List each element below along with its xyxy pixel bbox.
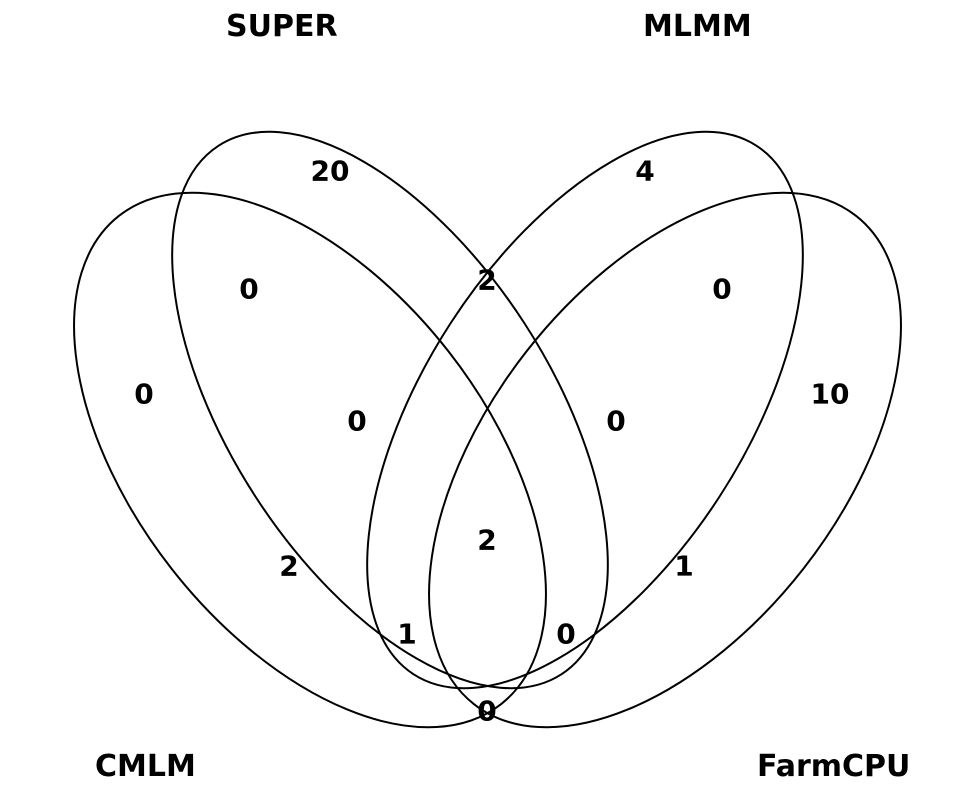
farmcpu-ellipse <box>428 191 902 729</box>
set-label-farmcpu: FarmCPU <box>757 749 910 784</box>
set-label-cmlm: CMLM <box>95 749 196 784</box>
region-count-farmcpu-only: 10 <box>811 378 850 411</box>
super-ellipse <box>171 130 609 690</box>
region-count-cmlm-only: 0 <box>134 378 153 411</box>
set-label-super: SUPER <box>226 9 338 44</box>
region-count-cmlm-super-mlmm: 0 <box>347 405 366 438</box>
region-count-mlmm-only: 4 <box>635 155 654 188</box>
region-count-mlmm-farmcpu: 0 <box>712 273 731 306</box>
region-count-cmlm-mlmm: 2 <box>279 550 298 583</box>
region-count-cmlm-farmcpu: 0 <box>477 695 496 728</box>
region-count-super-only: 20 <box>311 155 350 188</box>
region-count-cmlm-super-farmcpu: 0 <box>556 618 575 651</box>
region-count-all-four: 2 <box>477 524 496 557</box>
region-count-super-farmcpu: 1 <box>674 550 693 583</box>
region-count-cmlm-super: 0 <box>239 273 258 306</box>
cmlm-ellipse <box>73 191 547 729</box>
mlmm-ellipse <box>366 130 804 690</box>
region-count-cmlm-mlmm-farmcpu: 1 <box>397 618 416 651</box>
set-label-mlmm: MLMM <box>643 9 752 44</box>
region-count-super-mlmm: 2 <box>477 264 496 297</box>
region-count-super-mlmm-farmcpu: 0 <box>606 405 625 438</box>
